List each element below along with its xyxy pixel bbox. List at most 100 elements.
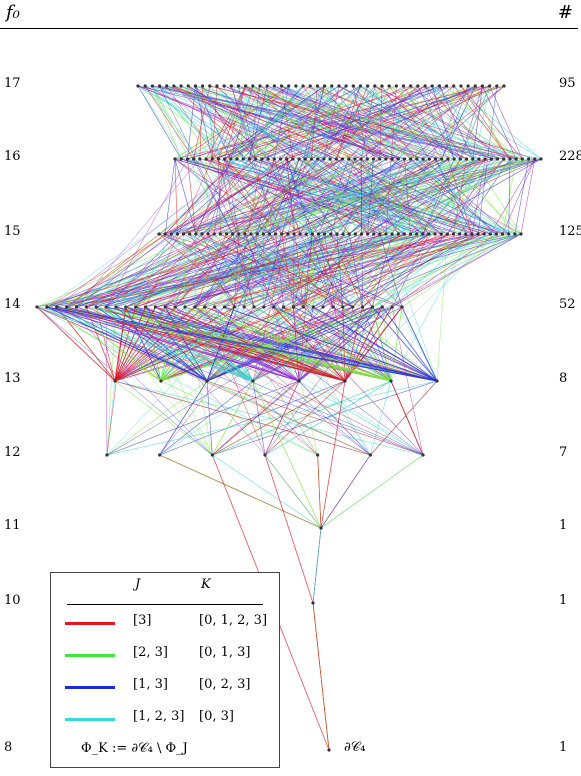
- graph-edge: [370, 380, 392, 456]
- graph-edge: [273, 158, 442, 308]
- graph-edge: [460, 85, 490, 160]
- graph-node: [212, 305, 217, 309]
- graph-edge: [114, 306, 215, 382]
- graph-edge: [382, 158, 504, 308]
- graph-node: [104, 305, 108, 309]
- graph-node: [181, 232, 186, 236]
- graph-edge: [187, 158, 313, 235]
- graph-node: [204, 157, 208, 161]
- graph-edge: [460, 85, 483, 160]
- graph-node: [136, 84, 140, 88]
- graph-edge: [390, 233, 473, 382]
- graph-node: [353, 232, 357, 236]
- graph-edge: [76, 306, 424, 456]
- graph-node: [261, 232, 265, 236]
- graph-edge: [370, 380, 438, 456]
- graph-node: [292, 232, 296, 236]
- f0-label: 16: [4, 149, 21, 164]
- graph-edge: [249, 158, 491, 235]
- graph-edge: [244, 85, 325, 235]
- graph-edge: [280, 85, 483, 160]
- graph-node: [114, 305, 118, 309]
- graph-node: [301, 305, 305, 309]
- graph-node: [279, 84, 284, 88]
- graph-node: [495, 157, 500, 161]
- graph-edge: [410, 85, 418, 160]
- graph-node: [265, 84, 269, 88]
- graph-node: [408, 232, 413, 236]
- count-label: 1: [559, 518, 568, 533]
- graph-node: [297, 379, 301, 383]
- graph-edge: [374, 85, 517, 160]
- graph-node: [45, 305, 49, 309]
- graph-edge: [232, 158, 511, 235]
- graph-node: [401, 84, 406, 88]
- graph-node: [329, 232, 333, 236]
- graph-edge: [76, 233, 509, 308]
- graph-node: [310, 232, 314, 236]
- graph-node: [198, 157, 202, 161]
- graph-edge: [214, 158, 306, 308]
- graph-edge: [152, 85, 182, 160]
- graph-node: [473, 84, 477, 88]
- edge-layer: [36, 85, 542, 751]
- graph-edge: [159, 306, 274, 456]
- graph-node: [435, 379, 439, 383]
- graph-edge: [298, 158, 350, 235]
- graph-edge: [95, 306, 116, 382]
- graph-edge: [390, 306, 403, 382]
- count-label: 52: [559, 297, 576, 312]
- graph-node: [366, 84, 370, 88]
- graph-edge: [252, 85, 461, 160]
- graph-edge: [193, 85, 211, 160]
- graph-edge: [232, 233, 403, 308]
- graph-node: [172, 84, 176, 88]
- graph-edge: [166, 85, 325, 160]
- graph-edge: [175, 306, 438, 382]
- graph-edge: [320, 380, 346, 529]
- graph-edge: [324, 233, 346, 382]
- graph-edge: [164, 233, 304, 308]
- graph-edge: [283, 233, 399, 308]
- graph-edge: [195, 85, 424, 160]
- graph-edge: [187, 85, 238, 160]
- graph-edge: [201, 233, 235, 308]
- graph-node: [169, 232, 173, 236]
- graph-node: [421, 232, 425, 236]
- legend-k: [0, 1, 2, 3]: [199, 613, 268, 628]
- graph-edge: [348, 158, 509, 235]
- graph-edge: [166, 85, 337, 160]
- graph-edge: [264, 454, 322, 529]
- graph-edge: [261, 85, 289, 160]
- graph-node: [200, 232, 204, 236]
- graph-edge: [85, 306, 116, 382]
- graph-node: [254, 157, 258, 161]
- graph-node: [471, 157, 475, 161]
- legend-formula: Φ_K := ∂𝒞₄ \ Φ_J: [81, 741, 188, 756]
- graph-edge: [372, 233, 522, 308]
- graph-node: [260, 157, 264, 161]
- graph-node: [378, 157, 382, 161]
- graph-node: [237, 232, 241, 236]
- legend-swatch-cyan: [65, 718, 115, 721]
- graph-edge: [204, 233, 331, 308]
- graph-node: [430, 84, 434, 88]
- graph-edge: [171, 233, 346, 382]
- graph-edge: [273, 306, 346, 382]
- graph-node: [35, 305, 39, 309]
- graph-edge: [360, 158, 515, 235]
- graph-edge: [66, 233, 270, 308]
- graph-edge: [224, 306, 424, 456]
- graph-edge: [439, 85, 474, 160]
- graph-edge: [56, 158, 244, 308]
- graph-edge: [453, 158, 474, 235]
- graph-node: [513, 232, 517, 236]
- graph-edge: [293, 233, 362, 308]
- graph-edge: [160, 233, 473, 382]
- legend-header-k: K: [201, 577, 211, 592]
- graph-edge: [391, 85, 476, 160]
- graph-edge: [56, 306, 300, 382]
- graph-edge: [317, 85, 467, 160]
- legend-box: J K [3] [0, 1, 2, 3] [2, 3] [0, 1, 3] [1…: [50, 572, 280, 768]
